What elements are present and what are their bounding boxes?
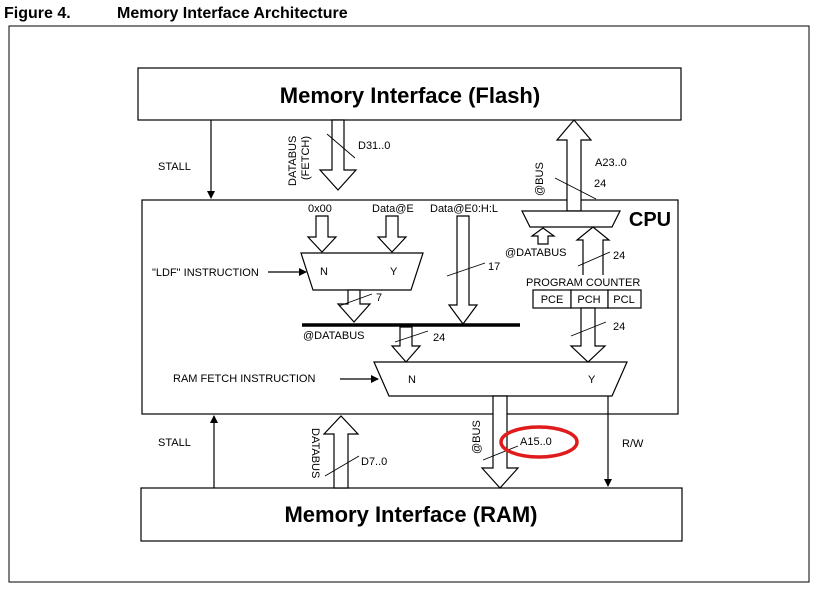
- pc-down-arrow: [569, 307, 607, 363]
- bus-to-mux-slash: [394, 330, 429, 343]
- pcl-label: PCL: [613, 294, 634, 306]
- ram-fetch-mux: [373, 361, 628, 397]
- figure-number: Figure 4.: [4, 5, 71, 22]
- pc-feedback-slash: [577, 251, 611, 267]
- a15-label: A15..0: [520, 436, 552, 448]
- d31-label: D31..0: [358, 140, 390, 152]
- stall-top-label: STALL: [158, 161, 191, 173]
- input-data-e0hl-arrow: [447, 215, 479, 326]
- width-17: 17: [488, 261, 500, 273]
- input-data-e-label: Data@E: [372, 203, 414, 215]
- ldf-mux-n: N: [320, 266, 328, 278]
- flash-interface-label: Memory Interface (Flash): [280, 83, 540, 108]
- ram-mux-n: N: [408, 374, 416, 386]
- ram-databus-slash: [324, 455, 360, 477]
- at-databus-upper-arrow: [530, 227, 556, 245]
- width-7: 7: [376, 292, 382, 304]
- flash-interface-block: [137, 67, 682, 121]
- pc-down-slash: [570, 321, 607, 337]
- figure-title: Memory Interface Architecture: [117, 5, 348, 22]
- input-data-e-arrow: [376, 215, 408, 253]
- ram-interface-label: Memory Interface (RAM): [284, 502, 537, 527]
- address-bus-up-slash: [554, 177, 597, 200]
- input-0x00-arrow: [306, 215, 338, 253]
- abus-top-label: @BUS: [534, 162, 546, 196]
- input-data-e0hl-label: Data@E0:H:L: [430, 203, 498, 215]
- databus-fetch-arrow: [318, 119, 358, 191]
- databus-fetch-slash: [326, 133, 356, 159]
- d7-label: D7..0: [361, 456, 387, 468]
- stall-bottom-label: STALL: [158, 437, 191, 449]
- cpu-label: CPU: [629, 209, 671, 231]
- ldf-instruction-label: "LDF" INSTRUCTION: [152, 267, 259, 279]
- ldf-output-slash: [338, 293, 373, 307]
- databus-ram-label: DATABUS: [309, 428, 321, 478]
- at-databus-lower-label: @DATABUS: [303, 330, 365, 342]
- bus-to-ram-mux-arrow: [390, 326, 422, 363]
- ldf-mux-y: Y: [390, 266, 398, 278]
- pch-label: PCH: [577, 294, 600, 306]
- pce-label: PCE: [541, 294, 564, 306]
- ram-databus-arrow: [322, 415, 360, 489]
- program-counter-label: PROGRAM COUNTER: [526, 277, 640, 289]
- width-24-top: 24: [594, 178, 606, 190]
- input-0x00-label: 0x00: [308, 203, 332, 215]
- a23-label: A23..0: [595, 157, 627, 169]
- ram-interface-block: [140, 487, 683, 542]
- ram-abus-slash: [482, 445, 519, 461]
- width-24-pc: 24: [613, 321, 625, 333]
- pcl-register: [607, 289, 642, 309]
- address-mux: [521, 210, 621, 228]
- databus-fetch-label-1: DATABUS: [287, 136, 299, 186]
- abus-bottom-label: @BUS: [471, 420, 483, 454]
- address-bus-up-arrow: [555, 119, 593, 212]
- databus-fetch-label-2: (FETCH): [300, 136, 312, 180]
- ram-mux-y: Y: [588, 374, 596, 386]
- ram-fetch-instruction-label: RAM FETCH INSTRUCTION: [173, 373, 315, 385]
- a15-highlight-circle: [499, 425, 579, 459]
- data-e0hl-slash: [446, 262, 486, 277]
- rw-label: R/W: [622, 438, 644, 450]
- figure-frame: [8, 25, 810, 583]
- width-24-upper: 24: [613, 250, 625, 262]
- ldf-mux-output-arrow: [336, 289, 372, 323]
- ldf-mux: [300, 252, 424, 291]
- width-24-lower: 24: [433, 332, 445, 344]
- at-databus-upper-label: @DATABUS: [505, 247, 567, 259]
